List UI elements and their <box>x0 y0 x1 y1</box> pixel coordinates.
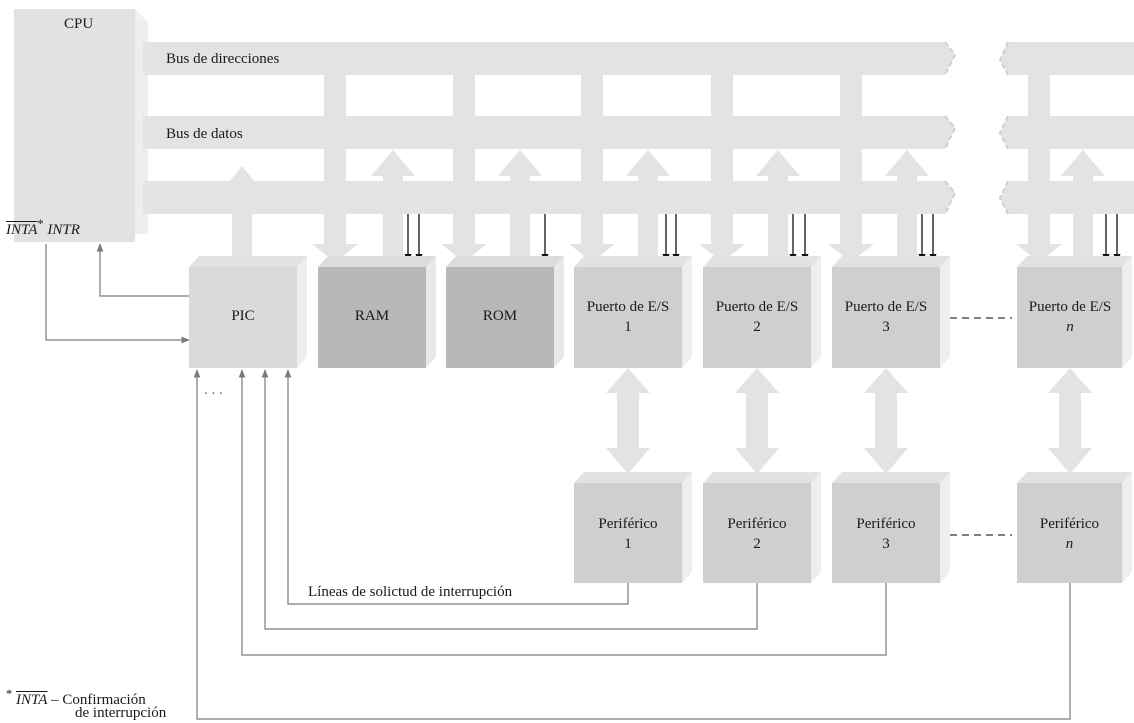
port-3-number: 3 <box>882 319 890 335</box>
peripheral-box-n <box>1017 472 1132 583</box>
port-n-title: Puerto de E/S <box>1028 299 1112 315</box>
signal-wires <box>45 243 1071 720</box>
inta-line <box>45 244 190 344</box>
address-bus <box>143 41 1134 76</box>
port-peripheral-arrows <box>606 368 1092 474</box>
port-box-n <box>1017 256 1132 368</box>
port-2-title: Puerto de E/S <box>715 299 799 315</box>
footnote: * INTA – Confirmación <box>6 684 146 710</box>
ellipsis-dashes <box>950 317 1012 536</box>
port-1-label: Puerto de E/S 1 <box>570 297 686 337</box>
inta-footnote-mark: * <box>37 217 44 231</box>
cpu-block <box>14 9 148 242</box>
port-1-title: Puerto de E/S <box>586 299 670 315</box>
port-1-number: 1 <box>624 319 632 335</box>
inta-signal-label: INTA <box>6 222 38 238</box>
footnote-line-2: de interrupción <box>75 705 167 721</box>
address-bus-label: Bus de direcciones <box>166 51 280 67</box>
port-3-title: Puerto de E/S <box>844 299 928 315</box>
footnote-dash: – <box>51 692 59 708</box>
footnote-star: * <box>6 687 13 701</box>
port-2-number: 2 <box>753 319 761 335</box>
irq-line-2 <box>261 369 758 630</box>
footnote-term: INTA <box>16 692 48 708</box>
bus-connector-arrows <box>220 75 1105 265</box>
peripheral-3-label: Periférico 3 <box>832 514 940 554</box>
pic-box <box>189 256 307 368</box>
peripheral-box-3 <box>832 472 950 583</box>
port-n-number: n <box>1066 319 1074 335</box>
data-bus-label: Bus de datos <box>166 126 243 142</box>
control-signal-arrows <box>404 214 1121 263</box>
peripheral-2-title: Periférico <box>727 516 787 532</box>
data-bus <box>143 115 1134 150</box>
port-3-label: Puerto de E/S 3 <box>828 297 944 337</box>
intr-signal-label: INTR <box>47 222 80 238</box>
rom-box <box>446 256 564 368</box>
peripheral-3-number: 3 <box>882 536 890 552</box>
irq-line-n <box>193 369 1071 720</box>
cpu-signal-labels: INTA* INTR <box>6 214 80 240</box>
port-2-label: Puerto de E/S 2 <box>699 297 815 337</box>
irq-line-1 <box>284 369 629 605</box>
ram-box <box>318 256 436 368</box>
interrupt-request-lines-label: Líneas de solictud de interrupción <box>308 584 513 600</box>
peripheral-1-label: Periférico 1 <box>574 514 682 554</box>
port-box-1 <box>574 256 692 368</box>
peripheral-1-number: 1 <box>624 536 632 552</box>
port-box-2 <box>703 256 821 368</box>
port-box-3 <box>832 256 950 368</box>
pic-label: PIC <box>231 308 255 324</box>
intr-line <box>96 243 189 297</box>
cpu-label: CPU <box>64 16 94 32</box>
rom-label: ROM <box>482 308 518 324</box>
peripheral-1-title: Periférico <box>598 516 658 532</box>
peripheral-n-title: Periférico <box>1039 516 1100 532</box>
irq-line-3 <box>238 369 887 656</box>
port-n-label: Puerto de E/S n <box>1012 297 1128 337</box>
peripheral-n-number: n <box>1065 536 1074 552</box>
ram-label: RAM <box>354 308 390 324</box>
footnote-line-1: Confirmación <box>62 692 146 708</box>
peripheral-2-number: 2 <box>753 536 761 552</box>
pic-input-ellipsis: . . . <box>204 382 223 398</box>
peripheral-box-2 <box>703 472 821 583</box>
peripheral-3-title: Periférico <box>856 516 916 532</box>
peripheral-2-label: Periférico 2 <box>703 514 811 554</box>
peripheral-n-label: Periférico n <box>1017 514 1122 554</box>
peripheral-box-1 <box>574 472 692 583</box>
